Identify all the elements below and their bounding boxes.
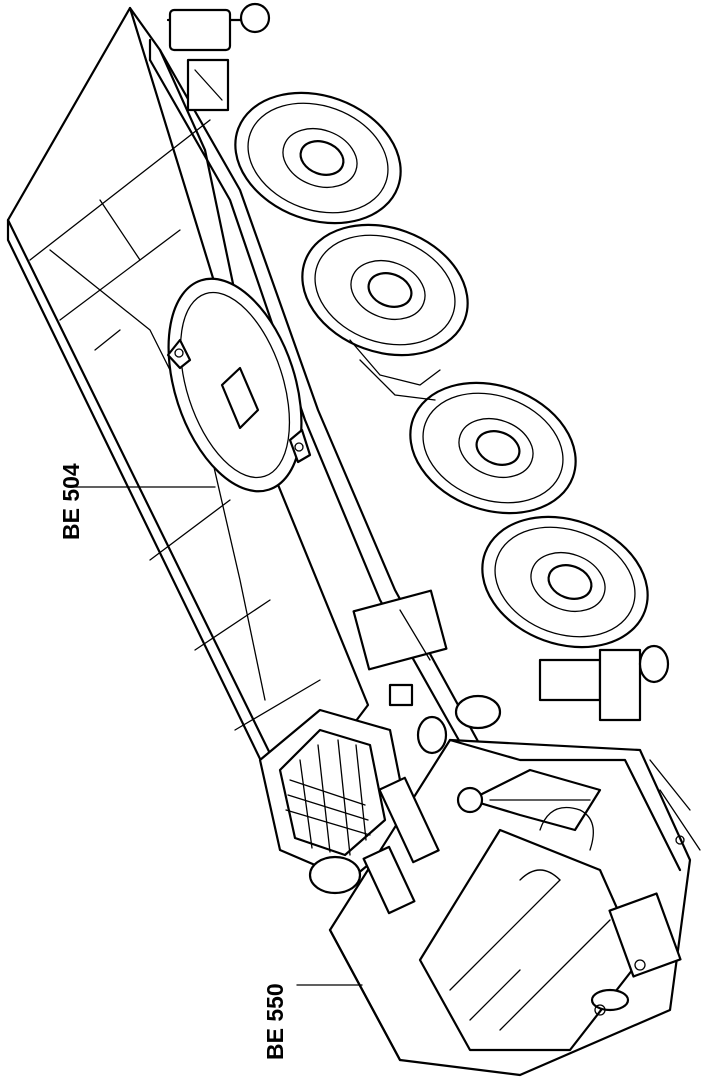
wheel-1 xyxy=(234,91,402,225)
callout-label-be550: BE 550 xyxy=(262,983,288,1060)
wheel-2 xyxy=(301,223,469,357)
turntable-ring xyxy=(166,277,312,493)
drivers-cab xyxy=(328,738,701,1077)
wheel-3 xyxy=(409,381,577,515)
engine-compartment xyxy=(258,589,502,895)
callout-label-be504: BE 504 xyxy=(58,463,84,540)
wheel-4 xyxy=(481,515,649,649)
cab-side-window xyxy=(468,768,602,832)
axle-linkage xyxy=(349,339,670,722)
cab-windscreen xyxy=(418,828,642,1052)
radiator-grille xyxy=(278,728,387,857)
